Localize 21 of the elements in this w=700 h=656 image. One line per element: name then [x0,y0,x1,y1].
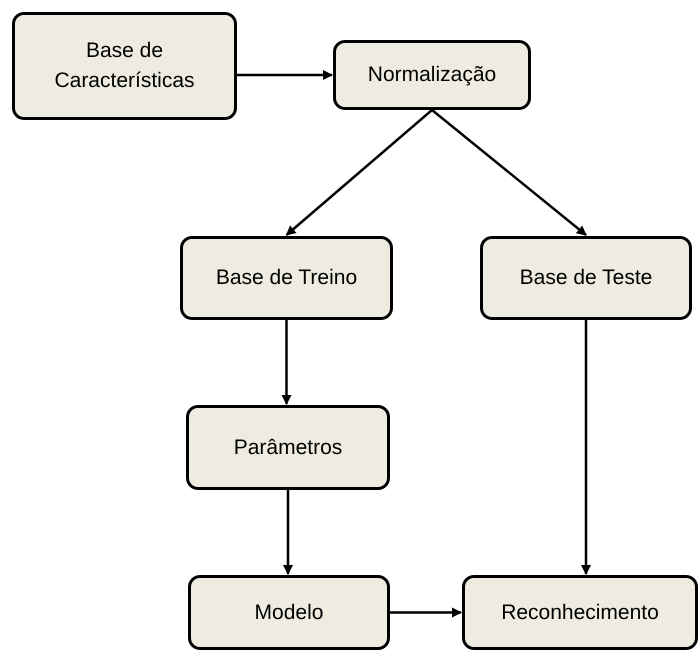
arrow [390,608,462,618]
arrow [283,490,293,575]
arrow [431,109,587,236]
box-label: Base de Treino [216,265,358,291]
box-label: Modelo [254,600,324,626]
process-box [186,405,390,490]
process-box [480,236,692,320]
box-label: Parâmetros [234,434,342,460]
process-box [12,12,237,120]
arrow [581,320,591,575]
process-box [188,575,390,650]
process-box [462,575,698,650]
process-box [180,236,393,320]
arrow [282,320,292,405]
box-label: Reconhecimento [501,600,659,626]
arrow [237,70,333,80]
process-box [333,40,531,110]
box-label: Base de Teste [520,265,652,291]
box-label: Base de Características [53,38,196,94]
arrow [286,109,433,236]
box-label: Normalização [368,62,496,88]
